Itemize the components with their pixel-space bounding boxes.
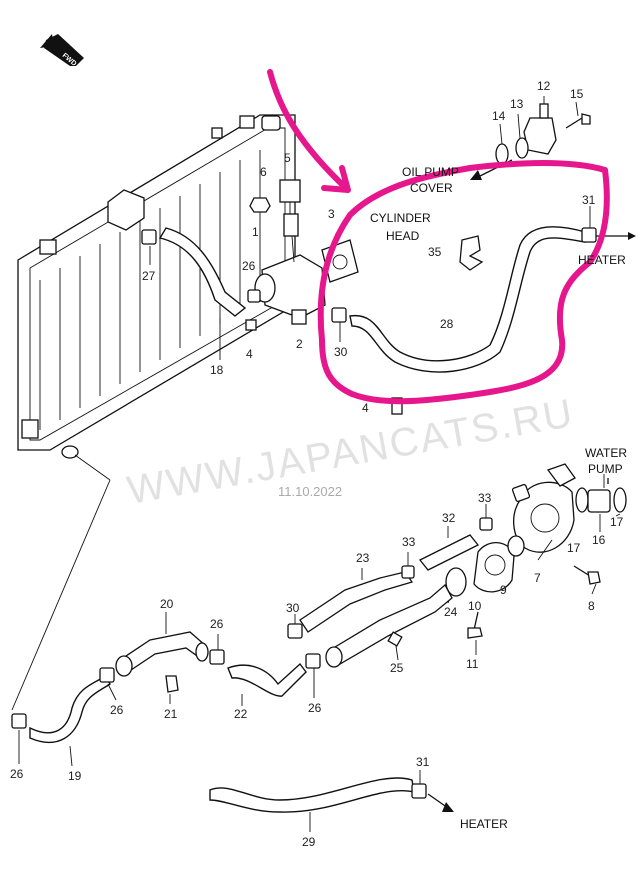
- callout-31b: 31: [416, 755, 430, 769]
- oil-pump-fitting: [495, 96, 591, 165]
- clamp-26-left: [11, 713, 27, 729]
- heater-hose-29: [209, 777, 415, 813]
- inlet-housing: [445, 535, 525, 655]
- callout-22: 22: [234, 707, 248, 721]
- callout-15: 15: [570, 87, 584, 101]
- callout-26e: 26: [308, 701, 322, 715]
- callout-21: 21: [164, 707, 178, 721]
- callout-10: 10: [468, 599, 482, 613]
- bypass-pipe-20: [115, 612, 209, 704]
- caption-cylinder: CYLINDER: [370, 211, 431, 225]
- clamp-26-mid: [209, 649, 225, 665]
- caption-water: WATER: [585, 446, 627, 460]
- callout-2: 2: [296, 337, 303, 351]
- callout-7: 7: [534, 571, 541, 585]
- radiator: [17, 114, 296, 459]
- caption-oil-pump: OIL PUMP: [402, 165, 459, 179]
- clip-35: [459, 235, 484, 271]
- callout-30b: 30: [286, 601, 300, 615]
- callout-20: 20: [160, 597, 174, 611]
- callout-8: 8: [588, 599, 595, 613]
- clamp-26-right: [305, 653, 321, 669]
- callout-33b: 33: [402, 535, 416, 549]
- caption-cylinder-head: HEAD: [386, 229, 420, 243]
- clamp-33-right: [479, 517, 493, 531]
- radiator-hose-18: [158, 227, 247, 317]
- callout-19: 19: [68, 769, 82, 783]
- date-stamp: 11.10.2022: [278, 484, 342, 499]
- callout-1: 1: [252, 225, 259, 239]
- clamp-26-leftmid: [99, 667, 115, 683]
- callout-11: 11: [466, 657, 479, 671]
- callout-26b: 26: [210, 617, 224, 631]
- callout-27: 27: [142, 269, 156, 283]
- callout-26c: 26: [110, 703, 124, 717]
- hose-22: [227, 662, 307, 697]
- callout-4b: 4: [362, 401, 369, 415]
- callout-30a: 30: [334, 345, 348, 359]
- sensor-body: [279, 179, 301, 203]
- bolt-4: [245, 319, 257, 331]
- clamp-27: [141, 229, 157, 245]
- callout-23: 23: [356, 551, 370, 565]
- callout-14: 14: [492, 109, 506, 123]
- callout-12: 12: [537, 79, 551, 93]
- callout-24: 24: [444, 605, 458, 619]
- highlight-annotation: [267, 69, 610, 405]
- callout-3: 3: [328, 207, 335, 221]
- caption-heater-bottom: HEATER: [460, 817, 508, 831]
- callout-17b: 17: [610, 515, 624, 529]
- callout-9: 9: [500, 583, 507, 597]
- callout-28: 28: [440, 317, 454, 331]
- callout-13: 13: [510, 97, 524, 111]
- callout-16: 16: [592, 533, 606, 547]
- watermark: WWW.JAPANCATS.RU: [124, 391, 577, 513]
- temp-sensor: [283, 213, 299, 237]
- inlet-pipe-23: [299, 552, 453, 668]
- callout-33a: 33: [478, 491, 492, 505]
- callout-29: 29: [302, 835, 316, 849]
- callout-26a: 26: [242, 259, 256, 273]
- callout-32: 32: [442, 511, 456, 525]
- callout-6: 6: [260, 165, 267, 179]
- heater-bottom-arrow-icon: [427, 793, 454, 812]
- callout-18: 18: [210, 363, 224, 377]
- callout-17a: 17: [567, 541, 581, 555]
- callout-25: 25: [390, 661, 404, 675]
- fwd-arrow-icon: FWD: [40, 34, 84, 68]
- callout-35: 35: [428, 245, 442, 259]
- clamp-30-bottom: [287, 623, 303, 639]
- nut-6: [249, 197, 271, 213]
- hose-19: [29, 675, 111, 744]
- caption-oil-pump-cover: COVER: [410, 181, 453, 195]
- clamp-30-top: [331, 307, 347, 323]
- pipe-32: [418, 534, 480, 571]
- callout-31a: 31: [582, 193, 596, 207]
- caption-water-pump: PUMP: [588, 462, 623, 476]
- highlighted-hose-group: [331, 206, 597, 415]
- caption-heater-top: HEATER: [578, 253, 626, 267]
- water-pump-assembly: [511, 463, 627, 595]
- bolt-4-lower: [391, 397, 403, 415]
- callout-5: 5: [284, 151, 291, 165]
- callout-4a: 4: [246, 347, 253, 361]
- clamp-31-top: [581, 227, 597, 243]
- clamp-31-bottom: [411, 783, 427, 799]
- callout-26d: 26: [10, 767, 24, 781]
